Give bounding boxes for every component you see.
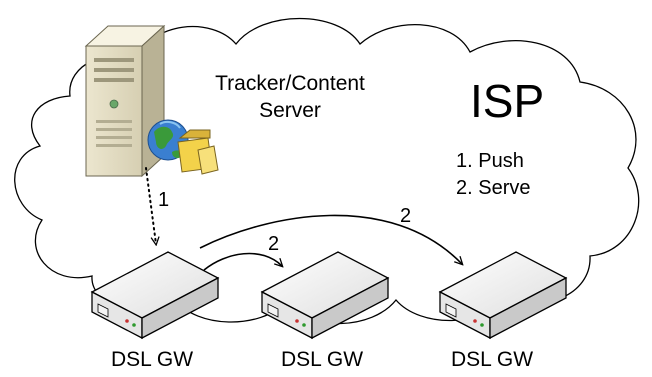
step-item-push: 1. Push xyxy=(456,150,524,172)
server-label-line1: Tracker/Content xyxy=(215,72,365,95)
edge-push-line xyxy=(145,167,156,244)
edge-serve-line-2 xyxy=(199,214,462,264)
dsl-gateway-3-icon xyxy=(438,251,568,340)
isp-cloud xyxy=(14,18,640,325)
edge-serve-label-2: 2 xyxy=(400,205,412,227)
isp-title: ISP xyxy=(470,75,545,127)
steps-list: 1. Push 2. Serve xyxy=(456,148,530,202)
edge-push-label: 1 xyxy=(158,189,170,211)
step-item-serve: 2. Serve xyxy=(456,177,531,199)
server-icon xyxy=(84,24,166,178)
edge-serve-label-1: 2 xyxy=(268,233,280,255)
dsl-gateway-2-icon xyxy=(260,251,390,340)
edge-serve-line-1 xyxy=(203,252,282,271)
folder-icon xyxy=(177,129,219,175)
gateway-label-3: DSL GW xyxy=(450,348,534,371)
server-label: Tracker/Content Server xyxy=(206,70,374,124)
server-label-line2: Server xyxy=(259,99,321,122)
gateway-label-2: DSL GW xyxy=(280,348,364,371)
gateway-label-1: DSL GW xyxy=(110,348,194,371)
dsl-gateway-1-icon xyxy=(90,251,220,340)
